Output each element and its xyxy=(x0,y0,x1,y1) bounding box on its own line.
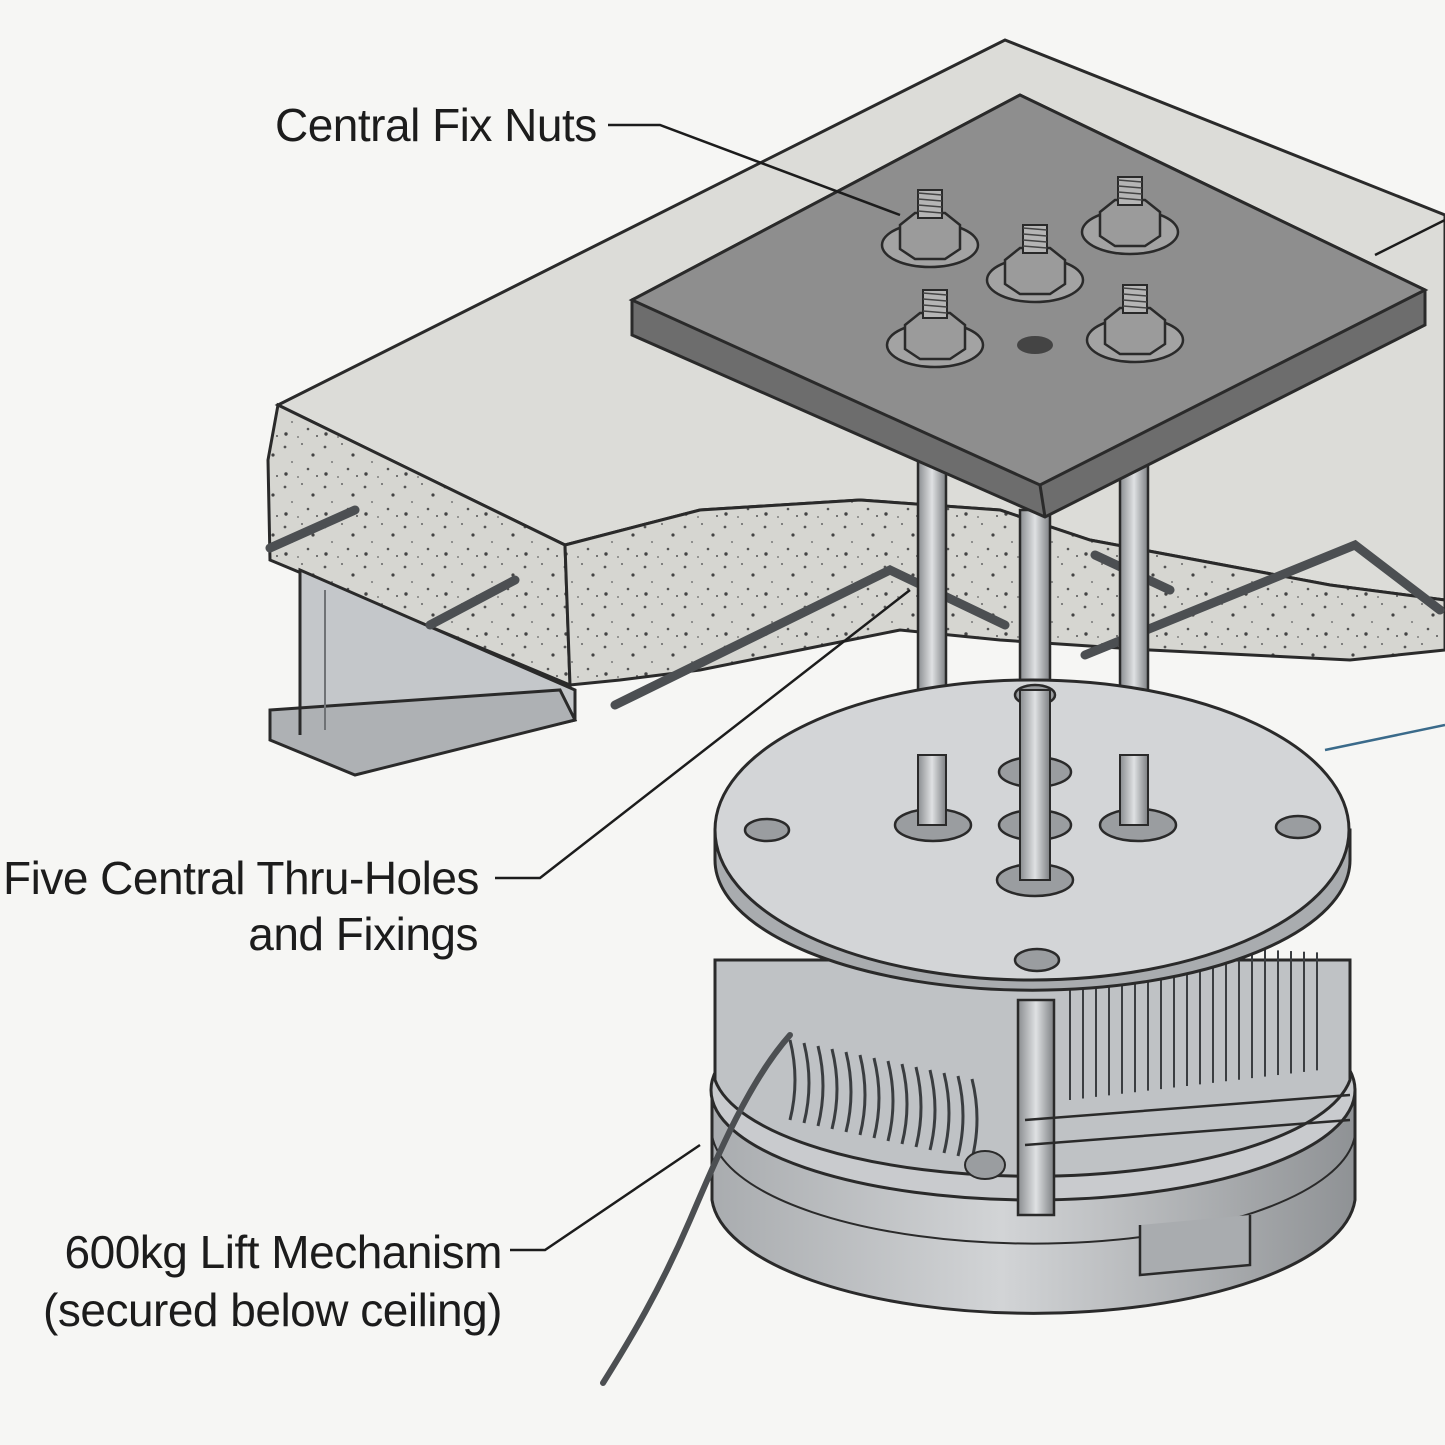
spring-coil xyxy=(914,1066,923,1148)
label-thru-holes-line1: Five Central Thru-Holes xyxy=(3,852,479,904)
cable xyxy=(600,1032,793,1386)
spring-coil xyxy=(956,1075,965,1157)
spring-coil xyxy=(928,1069,937,1151)
hex-nut xyxy=(985,224,1085,304)
spring-coil xyxy=(872,1057,881,1139)
spring-coil xyxy=(802,1042,811,1124)
steel-i-beam xyxy=(268,567,578,777)
spring-coil xyxy=(970,1078,979,1160)
spring-coil xyxy=(858,1054,867,1136)
label-central-fix-nuts: Central Fix Nuts xyxy=(275,99,597,151)
spring-coil xyxy=(844,1051,853,1133)
spring-coil xyxy=(816,1045,825,1127)
spring-coil xyxy=(900,1063,909,1145)
spring-coil xyxy=(788,1039,797,1121)
lift-mechanism xyxy=(709,940,1357,1315)
leader-lines xyxy=(495,123,1445,1252)
hex-nut xyxy=(1080,176,1180,256)
label-thru-holes-line2: and Fixings xyxy=(248,908,478,960)
hex-nut xyxy=(885,289,985,369)
label-lift-mechanism-line1: 600kg Lift Mechanism xyxy=(64,1226,503,1278)
spring-coil xyxy=(886,1060,895,1142)
hex-nut xyxy=(880,189,980,269)
spring-coil xyxy=(830,1048,839,1130)
plate-hole xyxy=(1017,336,1053,354)
rebar xyxy=(265,505,1445,710)
lift-top-disc xyxy=(713,678,1352,992)
label-lift-mechanism-line2: (secured below ceiling) xyxy=(43,1284,502,1336)
central-fix-nuts xyxy=(880,176,1185,369)
hex-nut xyxy=(1085,284,1185,364)
spring-coil xyxy=(942,1072,951,1154)
